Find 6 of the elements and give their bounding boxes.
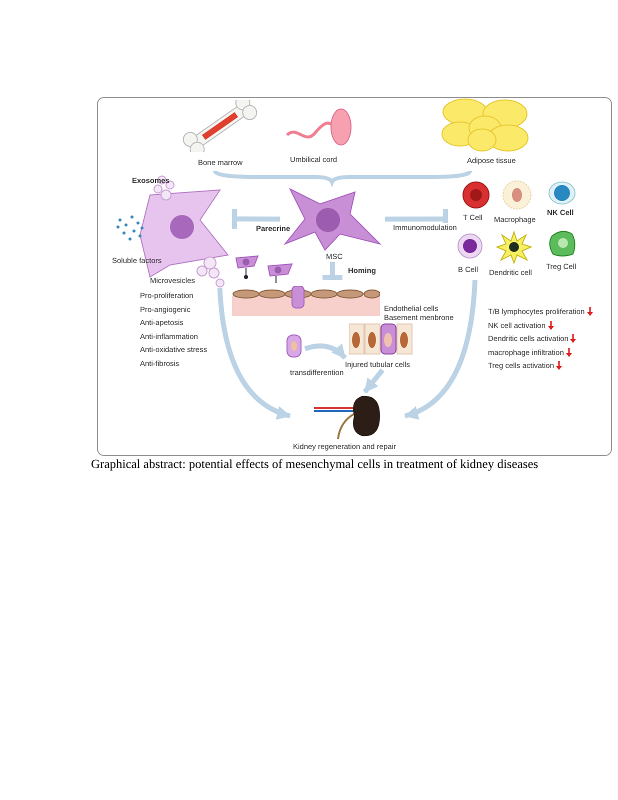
arrow (404, 280, 478, 419)
arrow (304, 343, 347, 360)
arrow (217, 288, 291, 419)
arrow (362, 368, 384, 394)
inhibition-line (322, 262, 342, 280)
caption: Graphical abstract: potential effects of mesenchymal cells in treatment of kidney diseases (91, 457, 538, 472)
